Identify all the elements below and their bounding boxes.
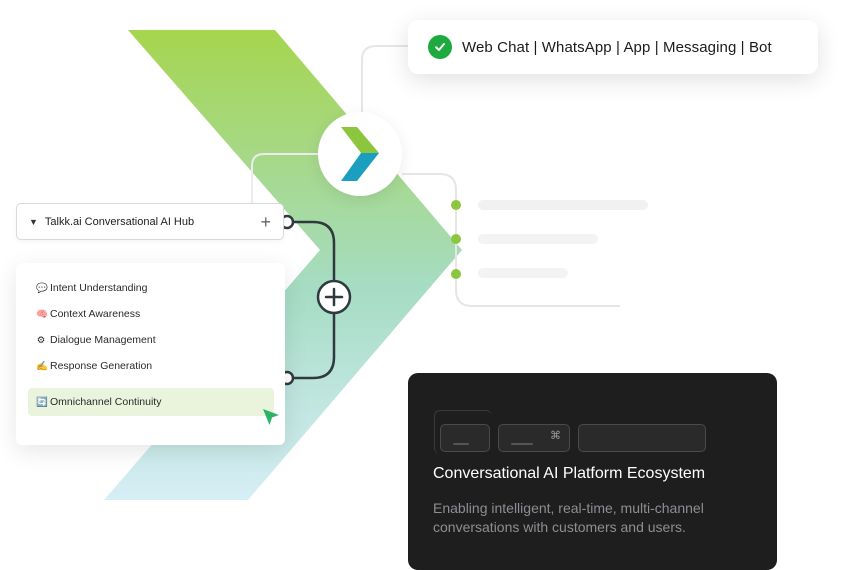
- key-space: [578, 424, 706, 452]
- green-dot-2: [451, 234, 461, 244]
- writing-hand-icon: ✍: [36, 360, 48, 372]
- hub-title: Talkk.ai Conversational AI Hub: [44, 215, 195, 228]
- capability-item-omnichannel[interactable]: 🔄 Omnichannel Continuity: [28, 388, 274, 416]
- ecosystem-subtitle: Enabling intelligent, real-time, multi-c…: [433, 500, 704, 535]
- capability-item-response[interactable]: ✍ Response Generation: [36, 360, 152, 372]
- talkk-logo-badge: [318, 112, 402, 196]
- capability-list: 💬 Intent Understanding 🧠 Context Awarene…: [16, 263, 285, 445]
- ghost-bar-3: [478, 268, 568, 278]
- capability-label: Response Generation: [50, 360, 153, 372]
- ghost-bar-2: [478, 234, 598, 244]
- capability-label: Omnichannel Continuity: [50, 396, 162, 408]
- green-dot-1: [451, 200, 461, 210]
- connector-line-top: [361, 45, 408, 112]
- ecosystem-title: Conversational AI Platform Ecosystem: [433, 465, 706, 482]
- green-dot-3: [451, 269, 461, 279]
- brain-icon: 🧠: [36, 308, 48, 320]
- repeat-icon: 🔄: [36, 396, 48, 408]
- command-key-icon: ⌘: [550, 429, 561, 442]
- capability-item-intent[interactable]: 💬 Intent Understanding: [36, 282, 147, 294]
- plus-icon[interactable]: +: [260, 211, 271, 232]
- capability-item-context[interactable]: 🧠 Context Awareness: [36, 308, 140, 320]
- connector-line-left: [251, 153, 318, 203]
- capability-item-dialogue[interactable]: ⚙ Dialogue Management: [36, 334, 156, 346]
- ecosystem-card: ⌘ Conversational AI Platform Ecosystem E…: [408, 373, 777, 570]
- capability-label: Context Awareness: [50, 308, 141, 320]
- chevron-logo-icon: [341, 127, 379, 181]
- key-command: ⌘: [498, 424, 570, 452]
- pointer-cursor-icon: [263, 409, 279, 425]
- caret-down-icon[interactable]: ▼: [29, 216, 38, 227]
- capability-label: Intent Understanding: [50, 282, 148, 294]
- add-node-icon[interactable]: [316, 279, 352, 315]
- gear-icon: ⚙: [36, 334, 46, 346]
- speech-bubble-icon: 💬: [36, 282, 48, 294]
- ghost-bar-1: [478, 200, 648, 210]
- channel-list-text: Web Chat | WhatsApp | App | Messaging | …: [462, 38, 772, 56]
- channel-list-pill: Web Chat | WhatsApp | App | Messaging | …: [408, 20, 818, 74]
- key-outline: [434, 410, 492, 454]
- check-circle-icon: [428, 35, 452, 59]
- key-1: [440, 424, 490, 452]
- capability-label: Dialogue Management: [50, 334, 156, 346]
- hub-header[interactable]: ▼ Talkk.ai Conversational AI Hub +: [16, 203, 284, 240]
